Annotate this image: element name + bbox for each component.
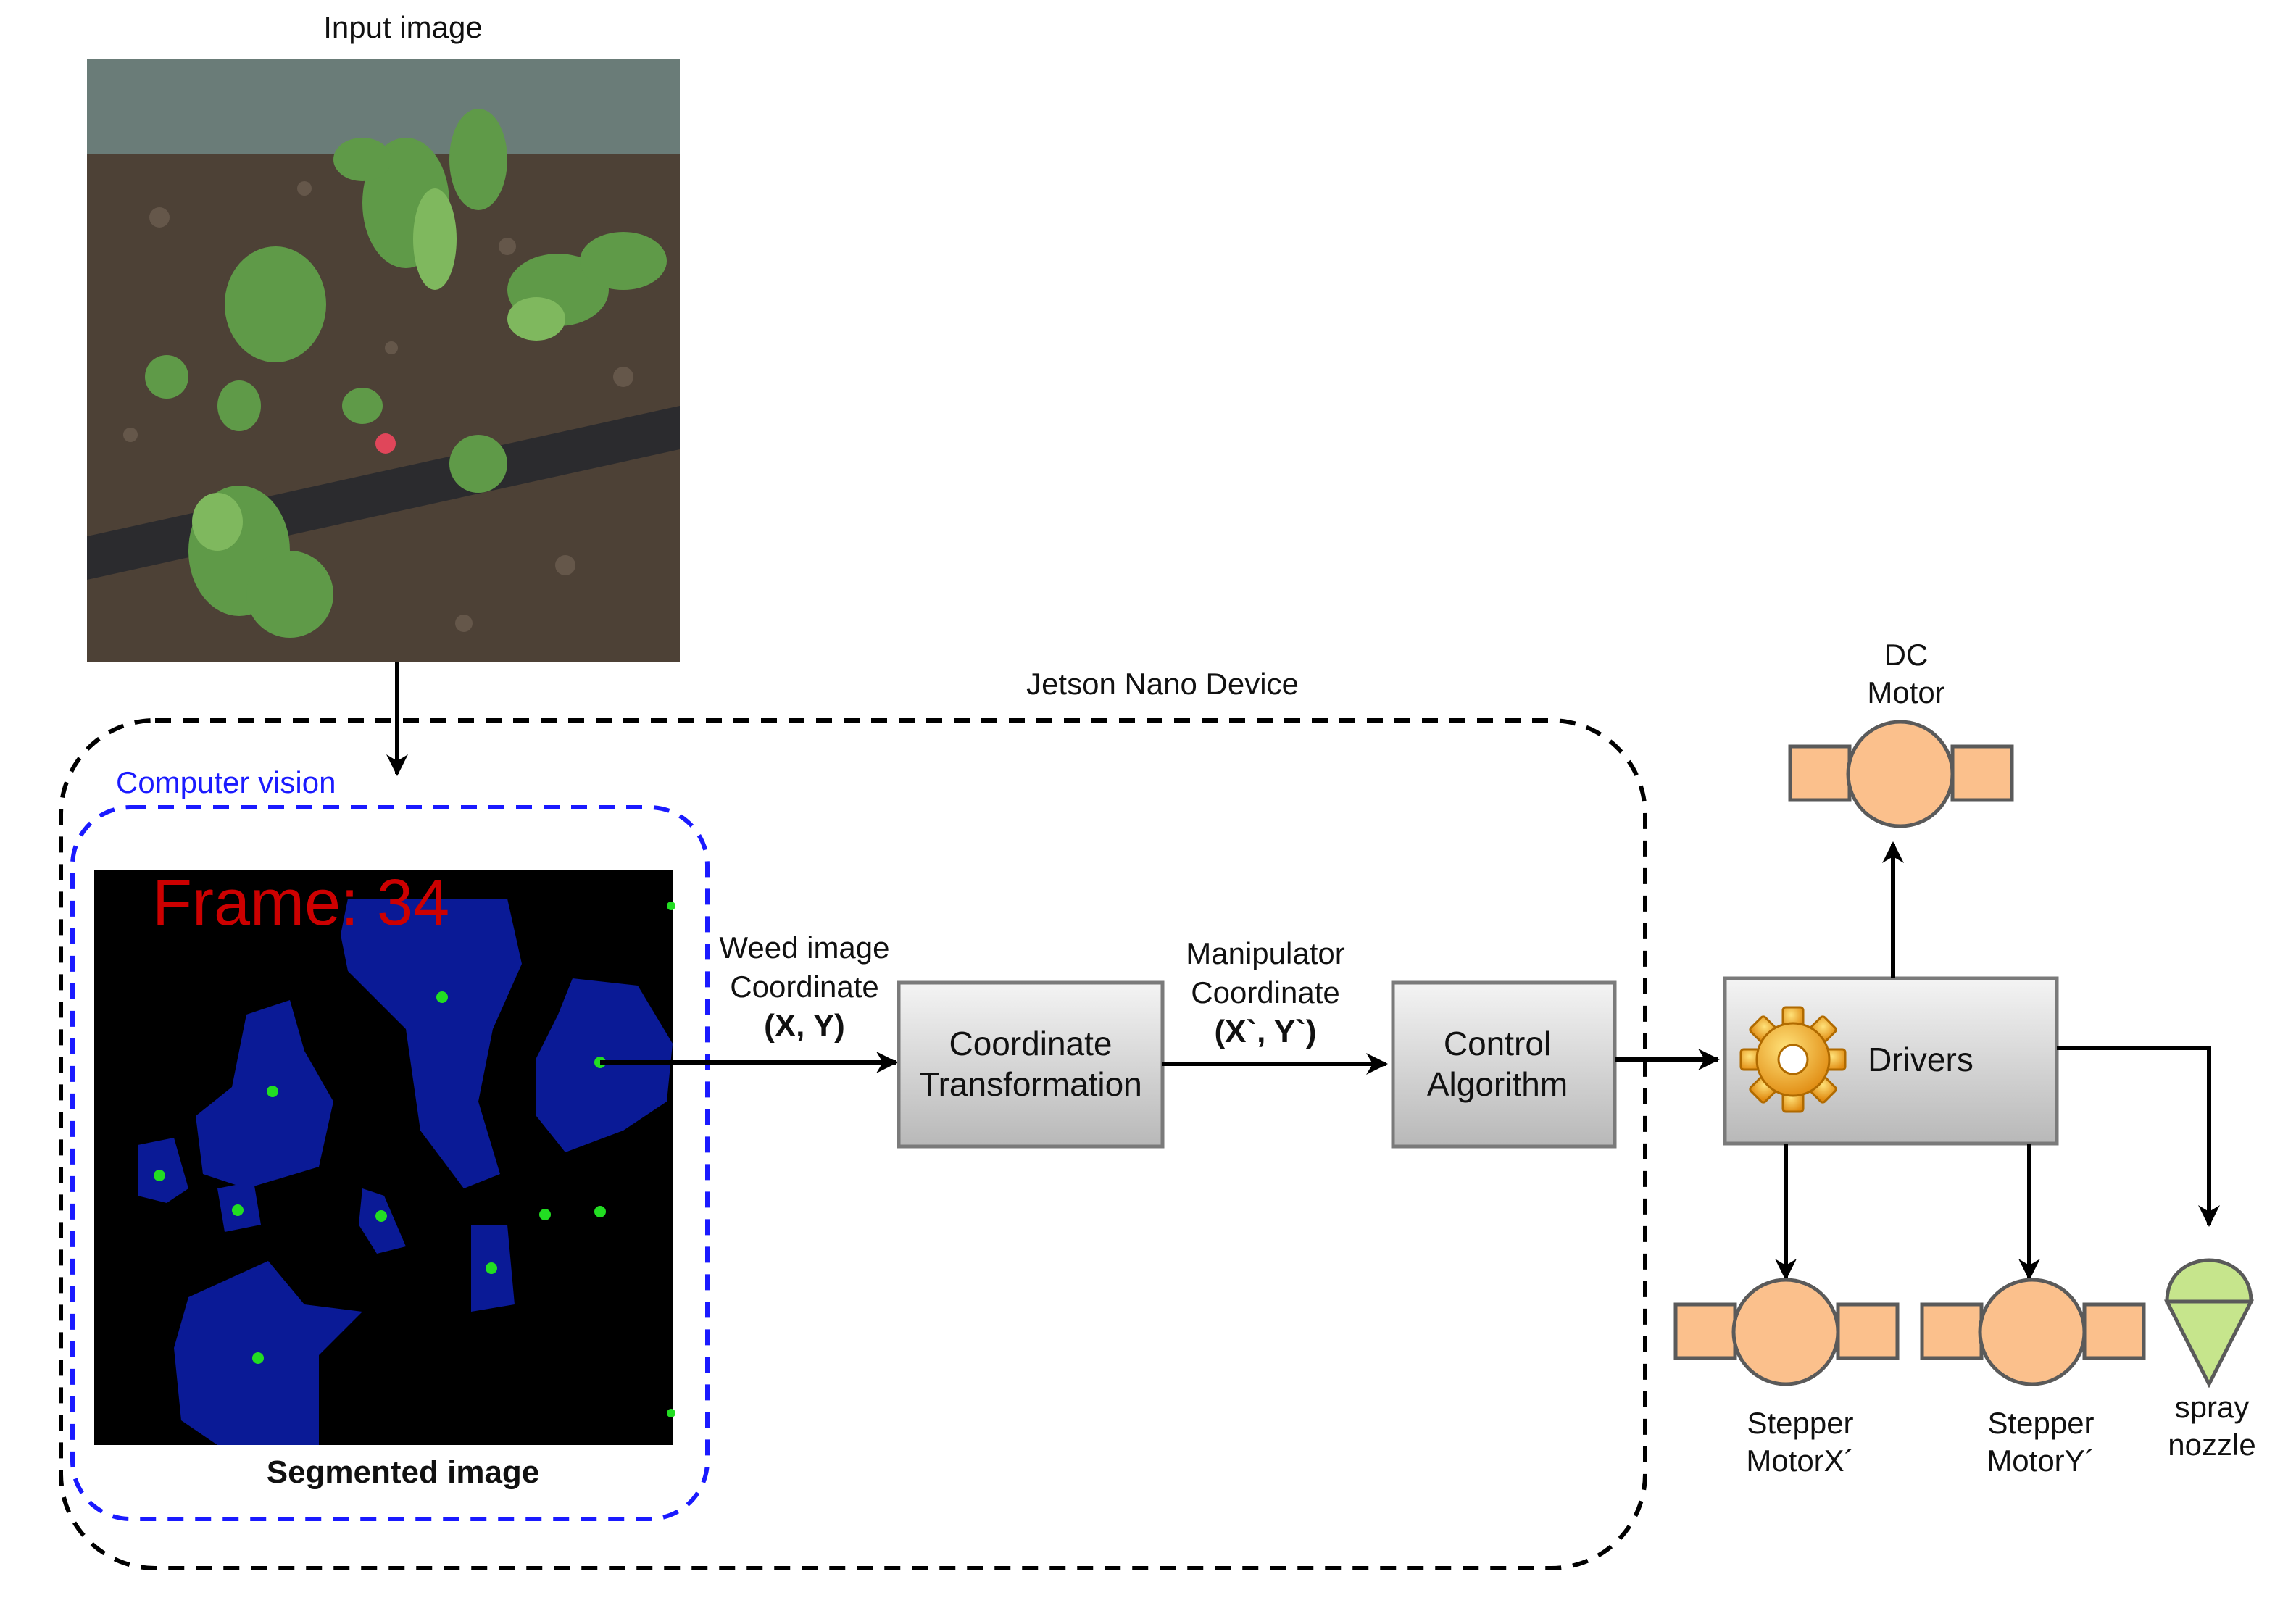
stepper-y-label-1: Stepper [1987, 1406, 2094, 1440]
stepper-x-label-2: MotorX´ [1746, 1444, 1854, 1478]
spray-nozzle [2163, 1258, 2255, 1388]
dc-motor-label-2: Motor [1867, 675, 1944, 709]
spray-nozzle-label-1: spray [2175, 1390, 2250, 1424]
control-algorithm-box: Control Algorithm [1391, 980, 1617, 1149]
weed-coord-label-3: (X, Y) [764, 1008, 845, 1044]
input-photo [87, 59, 680, 662]
jetson-container [59, 718, 1647, 1570]
weed-coord-label-1: Weed image [719, 930, 889, 965]
stepper-y-label-2: MotorY´ [1987, 1444, 2095, 1478]
control-label-1: Control [1444, 1025, 1551, 1062]
manip-coord-label-3: (X`, Y`) [1215, 1014, 1317, 1049]
stepper-x-label-1: Stepper [1747, 1406, 1853, 1440]
dc-motor [1788, 720, 2014, 828]
coord-box-label-1: Coordinate [949, 1025, 1112, 1062]
weed-coord-label-2: Coordinate [730, 970, 878, 1004]
segmented-image-label: Segmented image [267, 1454, 540, 1490]
coord-box-label-2: Transformation [919, 1065, 1142, 1103]
gear-icon [1739, 1006, 1847, 1113]
weed-center-points [154, 902, 675, 1417]
jetson-label: Jetson Nano Device [1026, 667, 1299, 701]
drivers-box: Drivers [1723, 976, 2059, 1146]
control-label-2: Algorithm [1427, 1065, 1568, 1103]
frame-counter: Frame: 34 [152, 867, 449, 939]
drivers-label: Drivers [1868, 1041, 1973, 1078]
drivers-to-nozzle-arrow [2057, 1046, 2220, 1227]
stepper-motor-y [1920, 1278, 2146, 1386]
computer-vision-label: Computer vision [116, 765, 336, 799]
input-image-label: Input image [323, 10, 482, 44]
dc-motor-label-1: DC [1884, 638, 1929, 672]
stepper-motor-x [1673, 1278, 1900, 1386]
spray-nozzle-label-2: nozzle [2168, 1428, 2255, 1462]
coordinate-transformation-box: Coordinate Transformation [897, 980, 1165, 1149]
manip-coord-label-2: Coordinate [1191, 975, 1339, 1009]
manip-coord-label-1: Manipulator [1186, 936, 1344, 970]
segmented-image: Frame: 34 [94, 867, 675, 1445]
computer-vision-container [70, 805, 710, 1521]
